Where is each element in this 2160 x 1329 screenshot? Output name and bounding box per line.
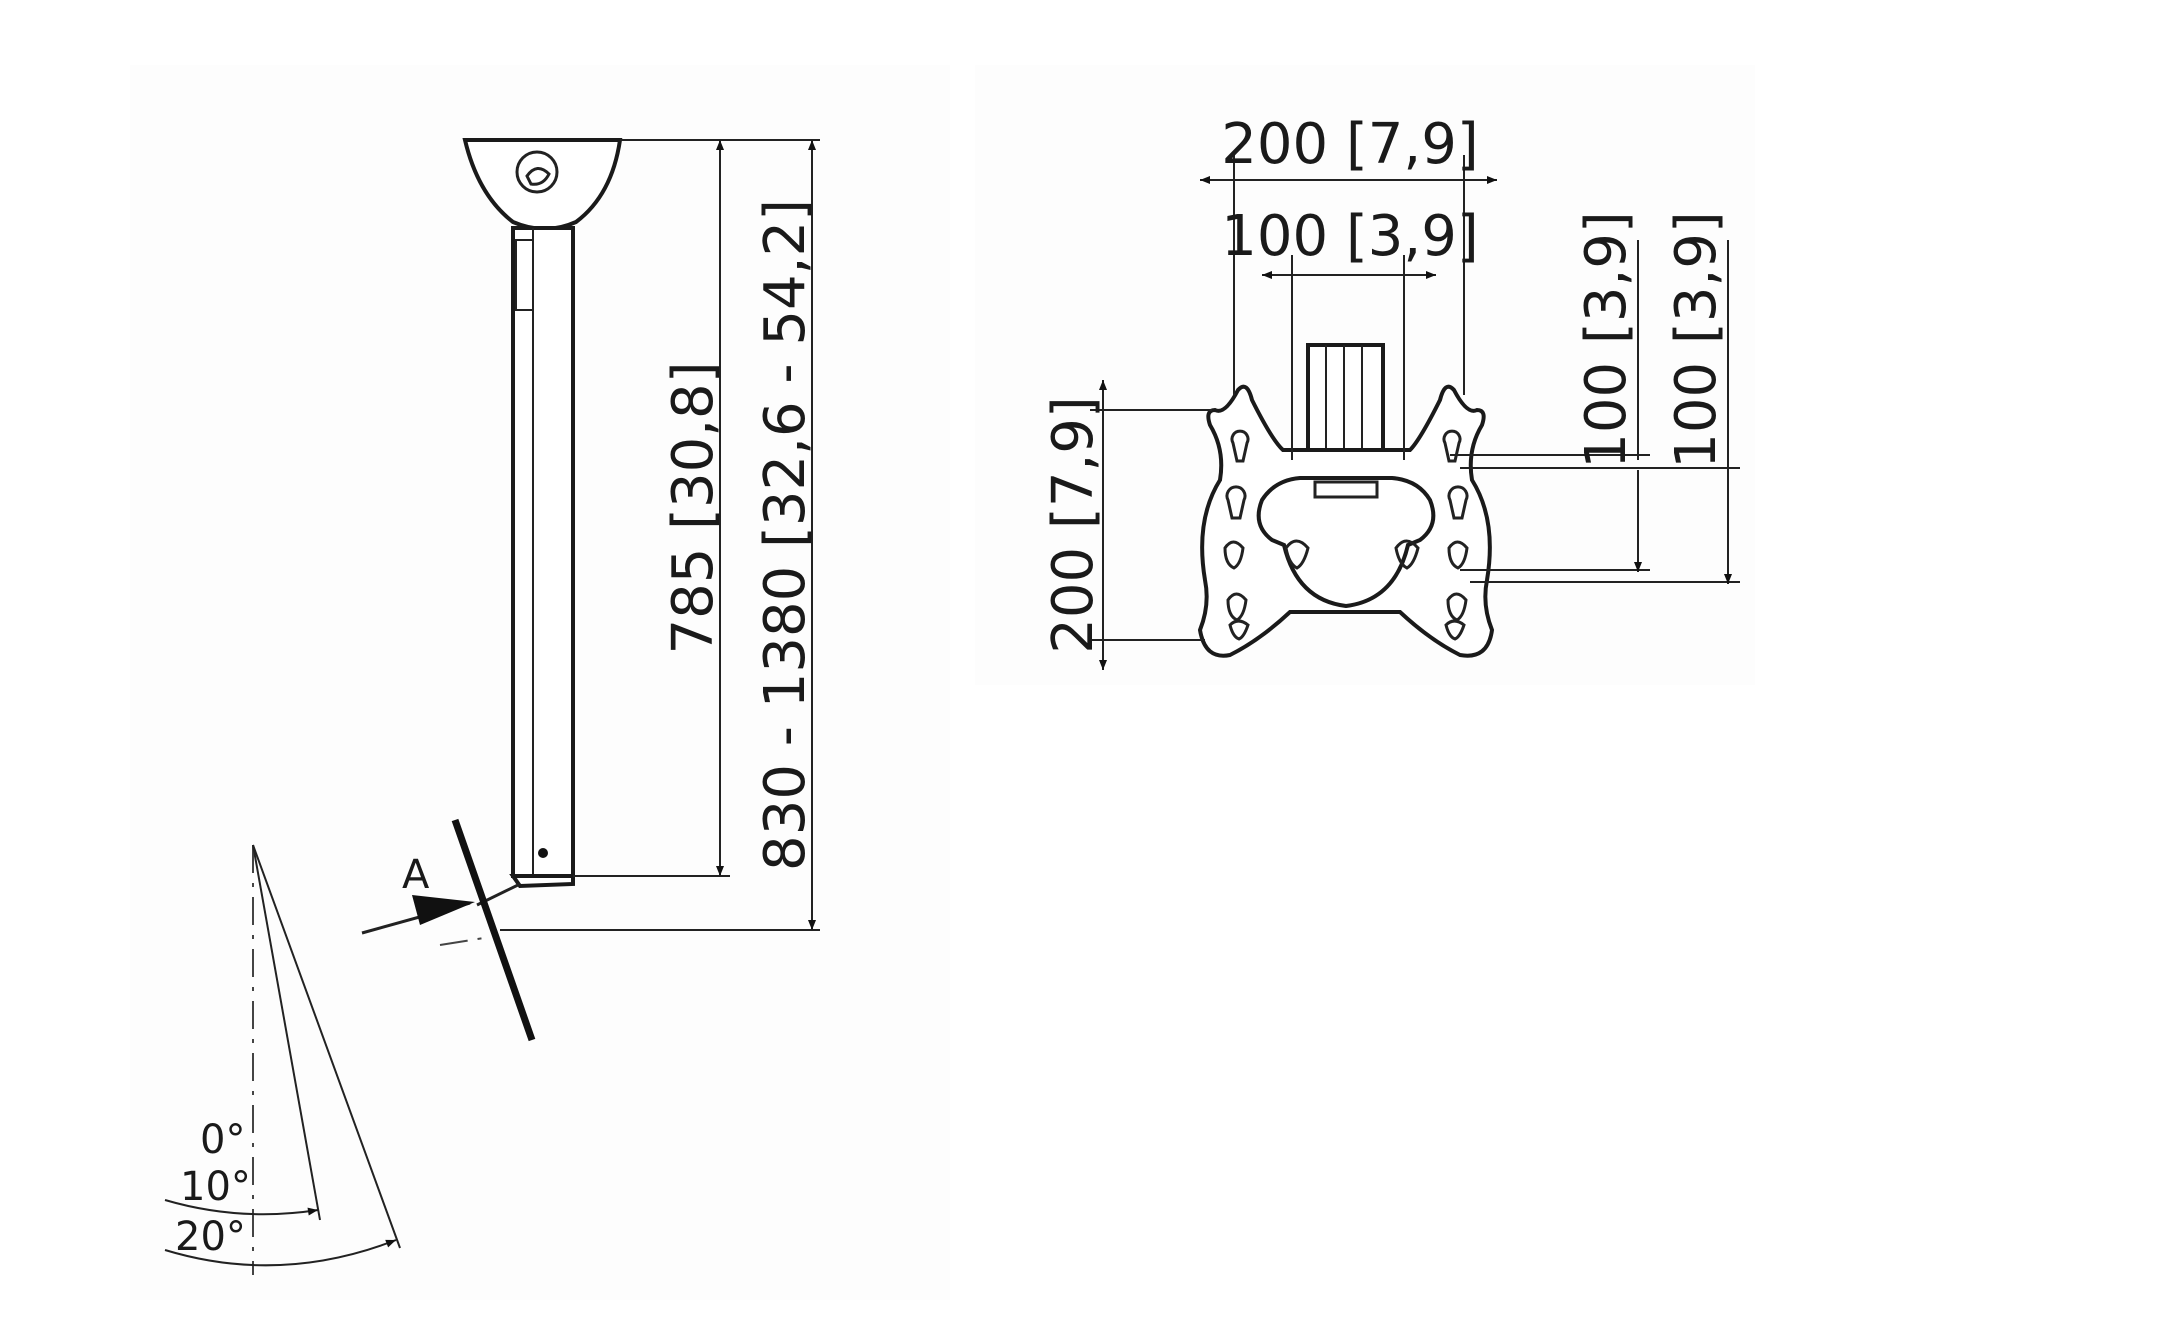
pole-clamp (1256, 476, 1436, 609)
tilt-angle-diagram: 0° 10° 20° (164, 844, 401, 1275)
dim-label-width-100: 100 [3,9] (1221, 204, 1478, 269)
tilt-head (509, 874, 575, 889)
brand-logo (515, 150, 559, 194)
dim-label-830-1380: 830 - 1380 [32,6 - 54,2] (753, 199, 818, 871)
dim-label-785: 785 [30,8] (661, 361, 726, 654)
view-arrow-a (412, 895, 475, 925)
tilt-angle-20: 20° (175, 1214, 246, 1260)
pole (511, 226, 575, 878)
dim-label-right-100-a: 100 [3,9] (1574, 211, 1639, 468)
front-view: 200 [7,9] 100 [3,9] 200 [7,9] 100 [3,9] … (1041, 112, 1740, 670)
dim-label-height-200: 200 [7,9] (1041, 396, 1106, 653)
pole-stub (1306, 343, 1385, 457)
dim-label-right-100-b: 100 [3,9] (1664, 211, 1729, 468)
screen (451, 818, 536, 1042)
mounting-holes (1223, 429, 1469, 641)
tilt-angle-10: 10° (180, 1164, 251, 1210)
tilt-angle-0: 0° (200, 1117, 245, 1163)
pole-slider (515, 239, 534, 311)
dim-label-width-200: 200 [7,9] (1221, 112, 1478, 177)
view-marker-a: A (402, 852, 430, 898)
side-view: A 785 [30,8] 830 - 1380 [32,6 - 54,2] (361, 138, 820, 1042)
pole-screw (538, 848, 548, 858)
